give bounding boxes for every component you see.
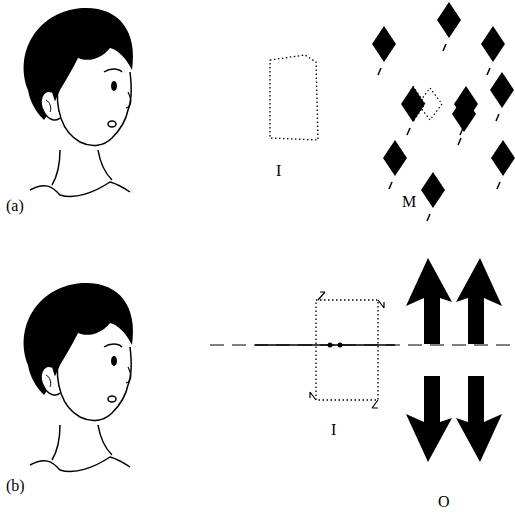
part-letter: M: [402, 194, 416, 210]
panel-letter: (a): [6, 198, 24, 214]
part-letter: I: [276, 163, 281, 179]
part-letter: I: [331, 422, 336, 438]
panel-letter: (b): [6, 478, 25, 494]
part-letter: O: [438, 494, 450, 510]
